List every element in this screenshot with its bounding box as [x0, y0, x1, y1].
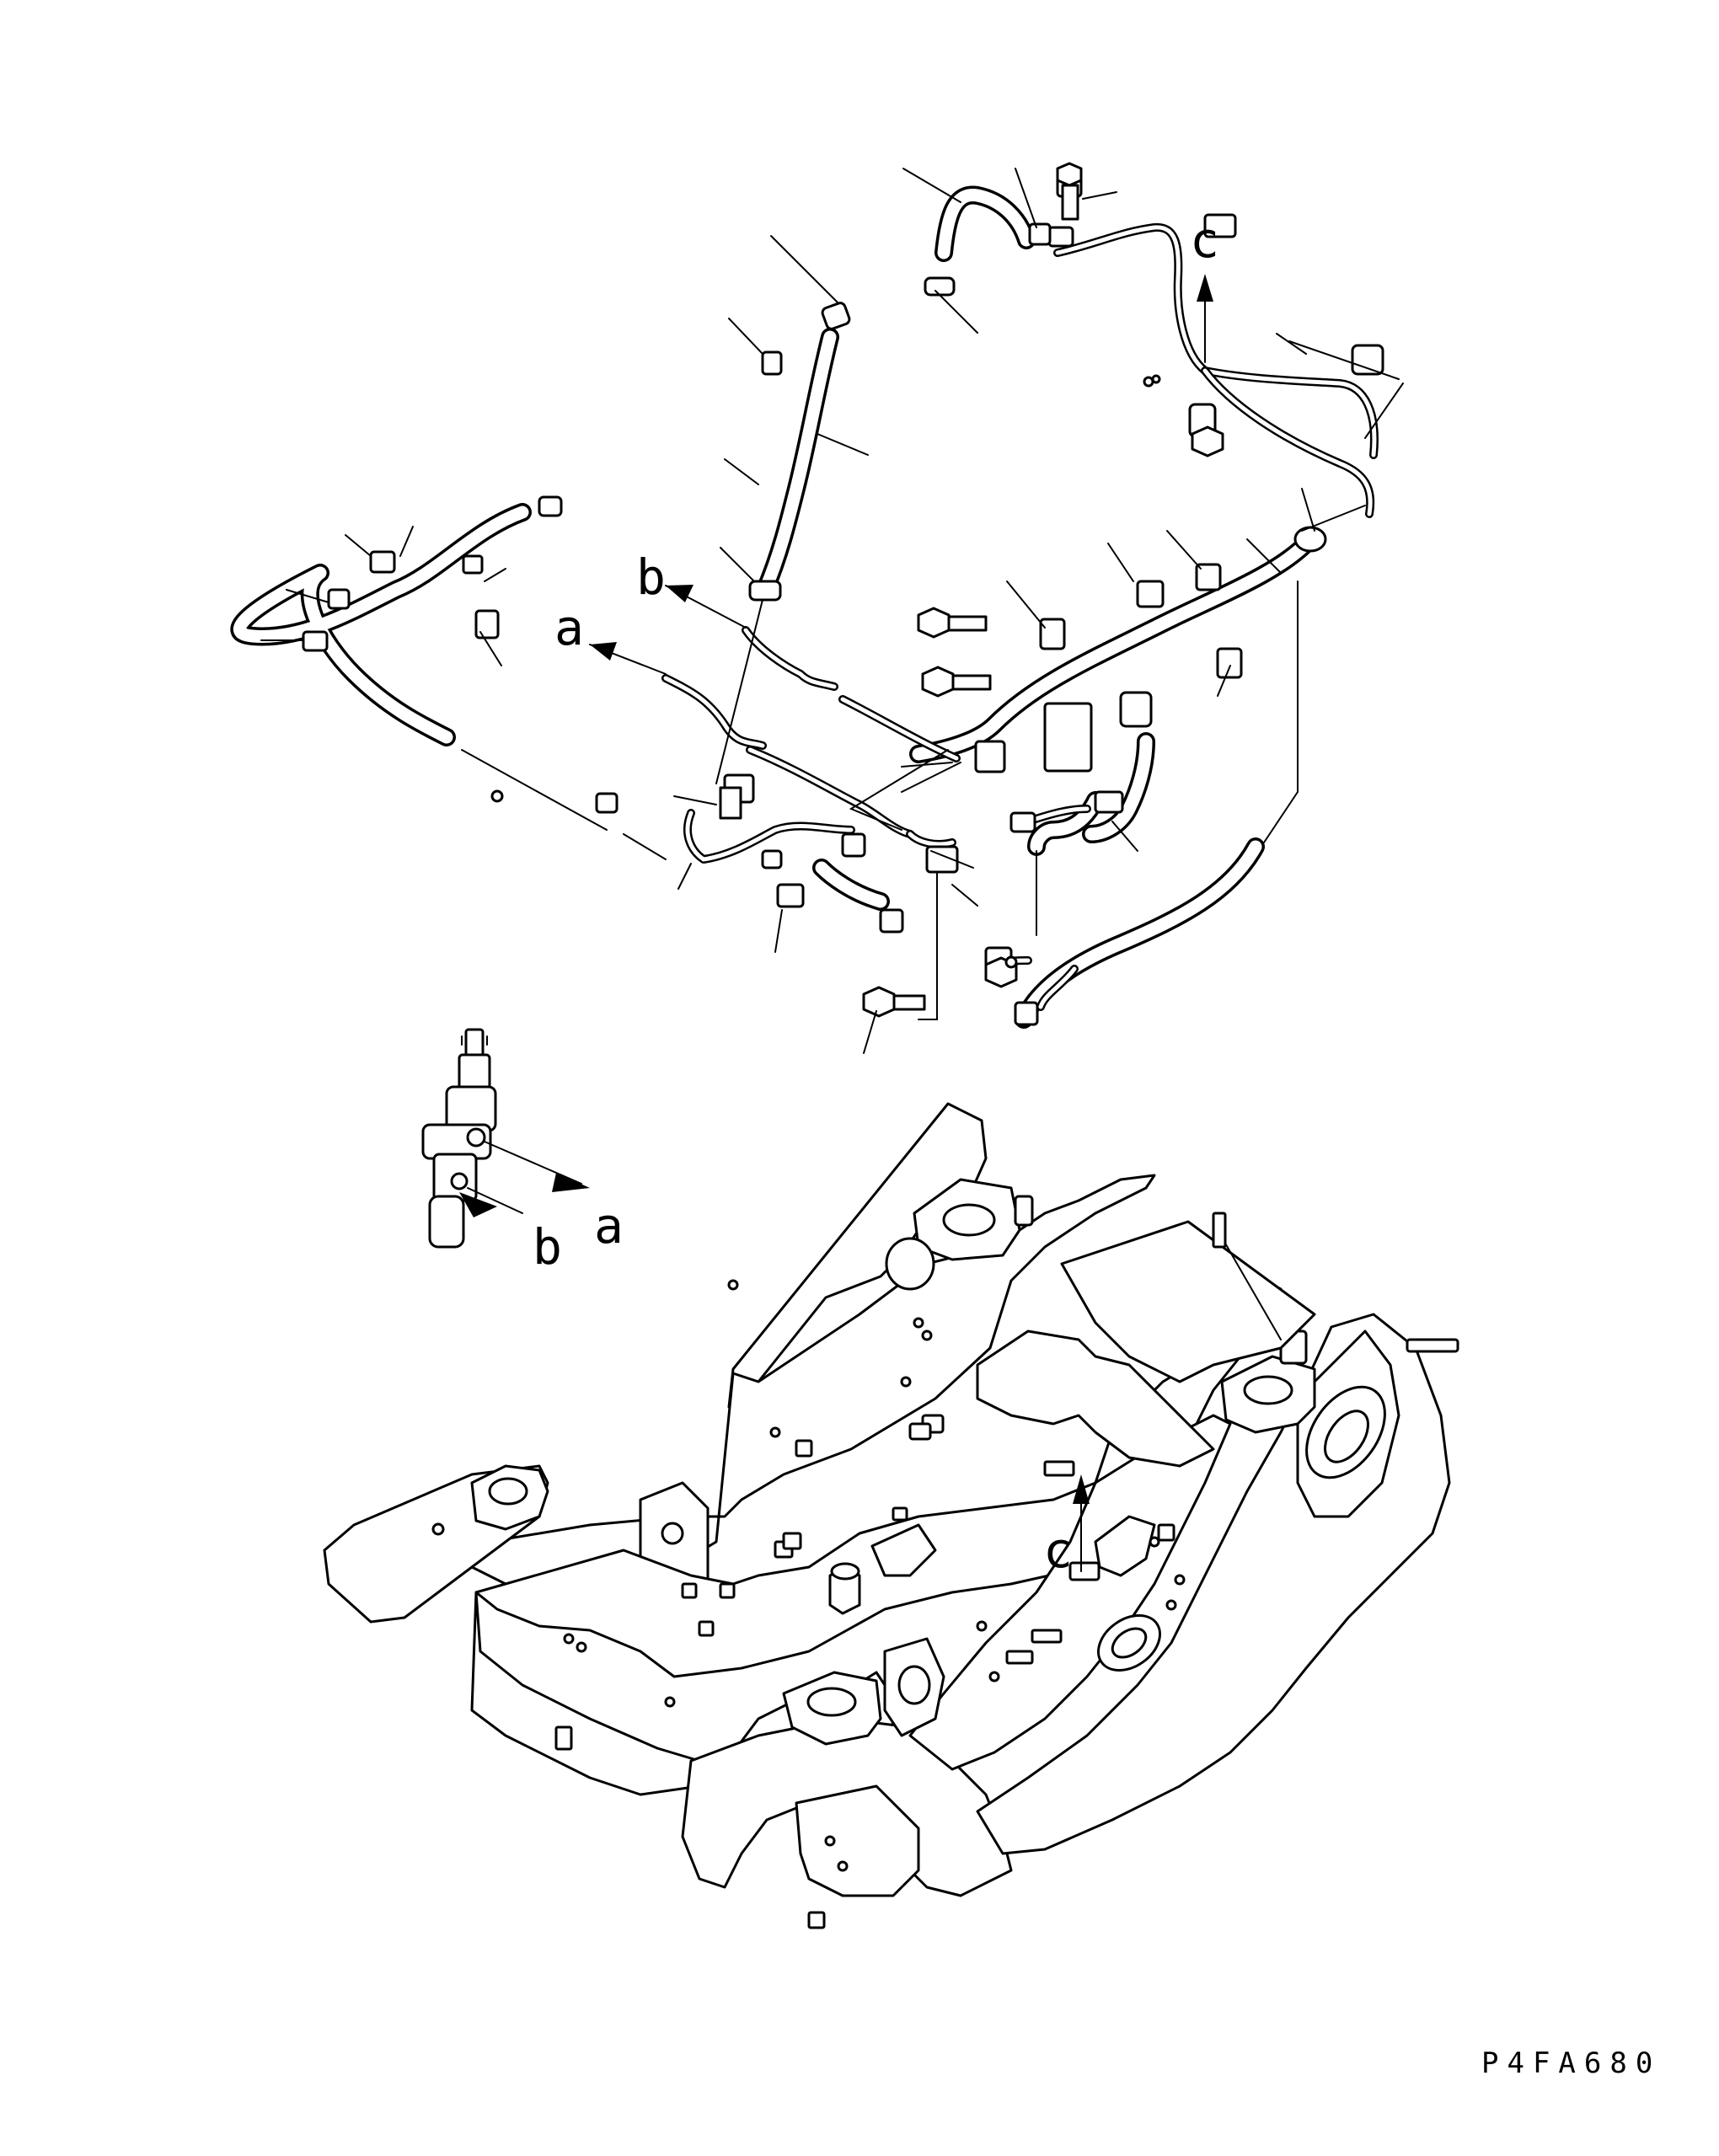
view-label-a-upper: a: [554, 599, 584, 656]
view-label-c-upper: c: [1190, 211, 1219, 269]
view-arrow-b-upper: b: [636, 548, 747, 629]
hose-piping-assembly: [230, 162, 1384, 1029]
view-arrow-a-upper: a: [554, 599, 667, 675]
view-arrow-a-lower: a: [484, 1141, 624, 1255]
view-label-c-lower: c: [1043, 1522, 1073, 1579]
drawing-code: P4FA680: [1481, 2046, 1661, 2080]
view-arrow-b-lower: b: [459, 1187, 562, 1276]
view-arrow-c-upper: c: [1190, 211, 1219, 363]
view-label-b-upper: b: [636, 548, 666, 606]
callout-leaders: [260, 168, 1404, 1054]
brake-valve-assembly: [421, 1028, 497, 1249]
view-label-b-lower: b: [533, 1218, 562, 1276]
machine-frame: [323, 1102, 1459, 1929]
view-label-a-lower: a: [594, 1197, 624, 1255]
view-arrow-c-lower: c: [1043, 1474, 1090, 1579]
